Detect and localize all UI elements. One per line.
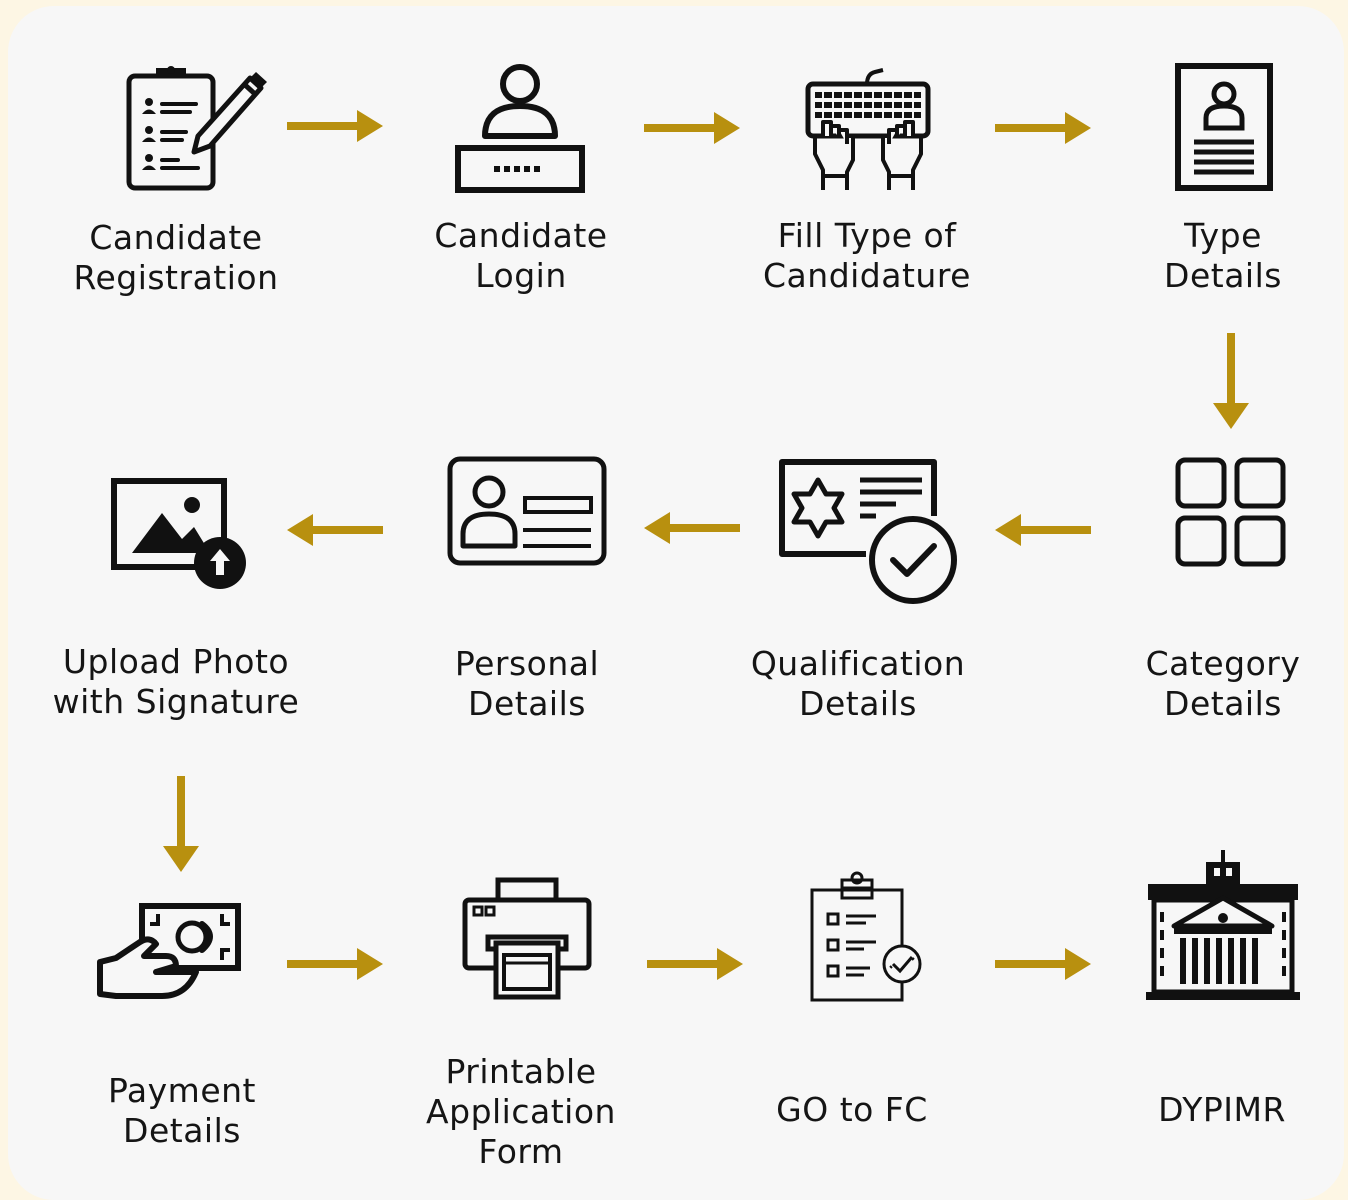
- checklist-icon: [810, 871, 922, 1002]
- arrow-right-icon: [287, 948, 383, 980]
- arrow-down-icon: [1213, 333, 1249, 429]
- step-label-personal-details: Personal Details: [454, 644, 600, 723]
- institute-building-icon: [1146, 850, 1300, 1000]
- arrow-right-icon: [995, 948, 1091, 980]
- registration-clipboard-icon: [126, 66, 267, 191]
- step-label-payment-details: Payment Details: [108, 1071, 256, 1150]
- step-label-qualification-details: Qualification Details: [750, 644, 966, 723]
- step-label-type-details: Type Details: [1164, 216, 1282, 295]
- step-label-candidate-registration: Candidate Registration: [73, 218, 279, 297]
- arrow-left-icon: [995, 514, 1091, 546]
- step-label-category-details: Category Details: [1145, 644, 1301, 723]
- arrow-left-icon: [644, 512, 740, 544]
- step-label-upload-photo: Upload Photo with Signature: [52, 642, 300, 721]
- flow-diagram-card: [8, 6, 1344, 1200]
- category-grid-icon: [1175, 457, 1286, 567]
- arrow-right-icon: [647, 948, 743, 980]
- certificate-check-icon: [779, 459, 957, 604]
- step-label-go-to-fc: GO to FC: [776, 1090, 928, 1129]
- arrow-right-icon: [995, 112, 1091, 144]
- step-label-printable-application-form: Printable Application Form: [426, 1052, 616, 1171]
- arrow-right-icon: [644, 112, 740, 144]
- arrow-left-icon: [287, 514, 383, 546]
- step-label-candidate-login: Candidate Login: [434, 216, 608, 295]
- id-card-icon: [447, 456, 607, 566]
- payment-cash-icon: [97, 903, 241, 999]
- login-user-icon: [455, 64, 585, 193]
- arrow-right-icon: [287, 110, 383, 142]
- step-label-dypimr: DYPIMR: [1158, 1090, 1286, 1129]
- step-label-fill-type-of-candidature: Fill Type of Candidature: [763, 216, 971, 295]
- keyboard-typing-icon: [805, 68, 931, 190]
- printer-icon: [462, 877, 592, 1000]
- profile-document-icon: [1175, 63, 1273, 191]
- photo-upload-icon: [111, 478, 246, 589]
- arrow-down-icon: [163, 776, 199, 872]
